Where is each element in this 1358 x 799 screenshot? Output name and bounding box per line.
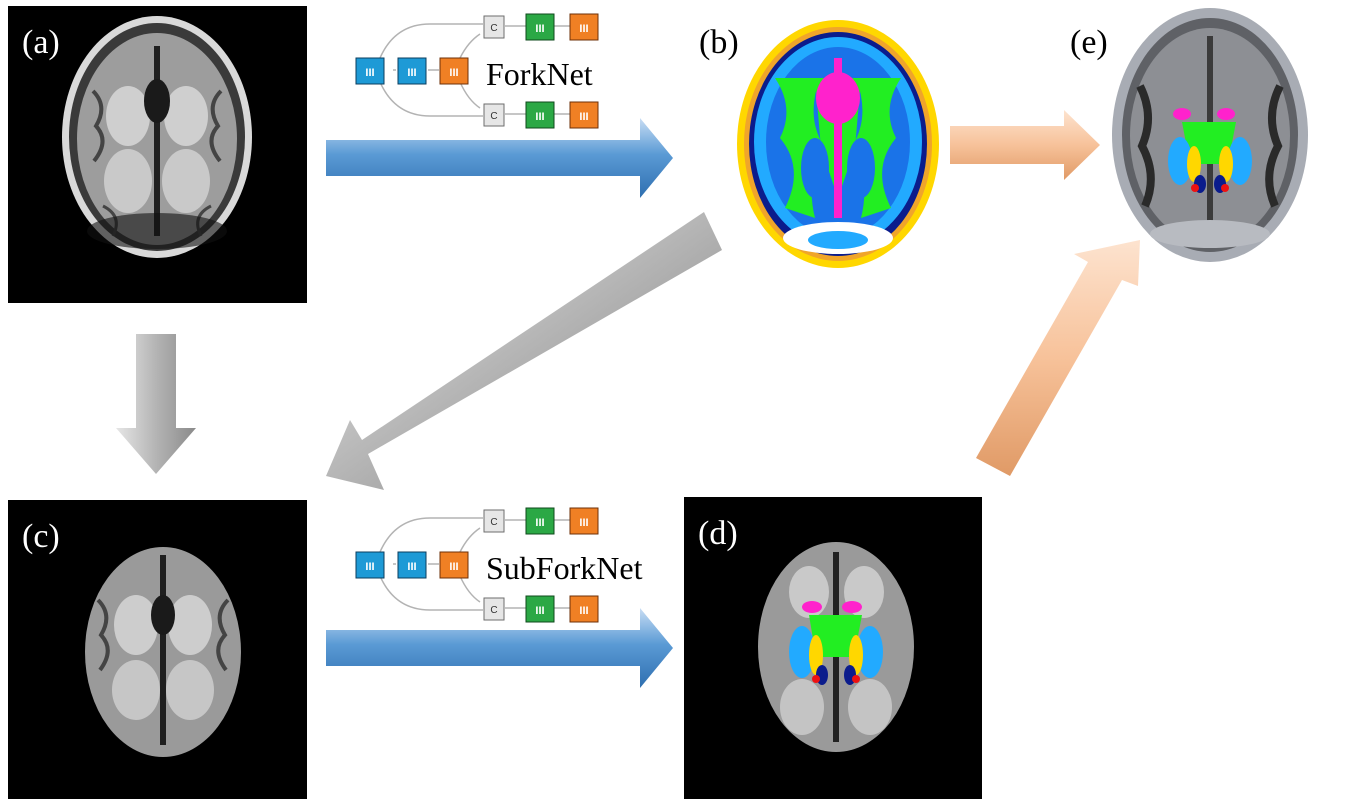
- panel-d: (d): [684, 497, 982, 799]
- panel-c: (c): [8, 500, 307, 799]
- input-block-1: [355, 551, 385, 579]
- decoder-orange-top: [569, 13, 599, 41]
- forknet-arrow: [326, 118, 673, 198]
- panel-a: (a): [8, 6, 307, 303]
- panel-a-label: (a): [22, 24, 60, 61]
- block-glyph: III: [535, 517, 544, 529]
- block-glyph: III: [579, 517, 588, 529]
- subforknet-label: SubForkNet: [486, 550, 643, 586]
- forknet-diagram: III III III C III III C III III: [355, 13, 599, 129]
- decoder-green-top: [525, 507, 555, 535]
- panel-b-label: (b): [699, 24, 739, 61]
- block-glyph: III: [365, 67, 374, 79]
- subforknet-arrow: [326, 608, 673, 688]
- encoder-block: [439, 57, 469, 85]
- concat-glyph: C: [490, 23, 497, 34]
- block-glyph: III: [449, 561, 458, 573]
- block-glyph: III: [407, 67, 416, 79]
- concat-glyph: C: [490, 517, 497, 528]
- forknet-label: ForkNet: [486, 56, 593, 92]
- concat-glyph: C: [490, 605, 497, 616]
- concat-block-bottom: [483, 597, 505, 621]
- decoder-green-top: [525, 13, 555, 41]
- block-glyph: III: [579, 605, 588, 617]
- input-block-2: [397, 57, 427, 85]
- panel-d-label: (d): [698, 515, 738, 552]
- block-glyph: III: [579, 111, 588, 123]
- concat-block-bottom: [483, 103, 505, 127]
- block-glyph: III: [407, 561, 416, 573]
- input-block-1: [355, 57, 385, 85]
- panel-b-segmentation-image: [737, 20, 939, 268]
- panel-c-label: (c): [22, 518, 60, 555]
- decoder-green-bottom: [525, 595, 555, 623]
- subcortical-overlay-image: [758, 542, 914, 752]
- block-glyph: III: [365, 561, 374, 573]
- merge-arrow-bottom: [976, 240, 1140, 476]
- panel-e-combined-image: [1112, 8, 1308, 262]
- concat-block-top: [483, 509, 505, 533]
- concat-glyph: C: [490, 111, 497, 122]
- block-glyph: III: [579, 23, 588, 35]
- skull-strip-arrow: [116, 334, 196, 474]
- input-block-2: [397, 551, 427, 579]
- decoder-orange-bottom: [569, 101, 599, 129]
- mri-with-skull-image: [62, 16, 252, 258]
- skull-stripped-mri-image: [85, 547, 241, 757]
- block-glyph: III: [535, 605, 544, 617]
- decoder-green-bottom: [525, 101, 555, 129]
- decoder-orange-top: [569, 507, 599, 535]
- block-glyph: III: [449, 67, 458, 79]
- decoder-orange-bottom: [569, 595, 599, 623]
- block-glyph: III: [535, 23, 544, 35]
- panel-e-label: (e): [1070, 24, 1108, 61]
- block-glyph: III: [535, 111, 544, 123]
- merge-arrow-top: [950, 110, 1100, 180]
- mask-transfer-arrow: [326, 212, 722, 490]
- subforknet-diagram: III III III C III III C III III: [355, 507, 599, 623]
- concat-block-top: [483, 15, 505, 39]
- encoder-block: [439, 551, 469, 579]
